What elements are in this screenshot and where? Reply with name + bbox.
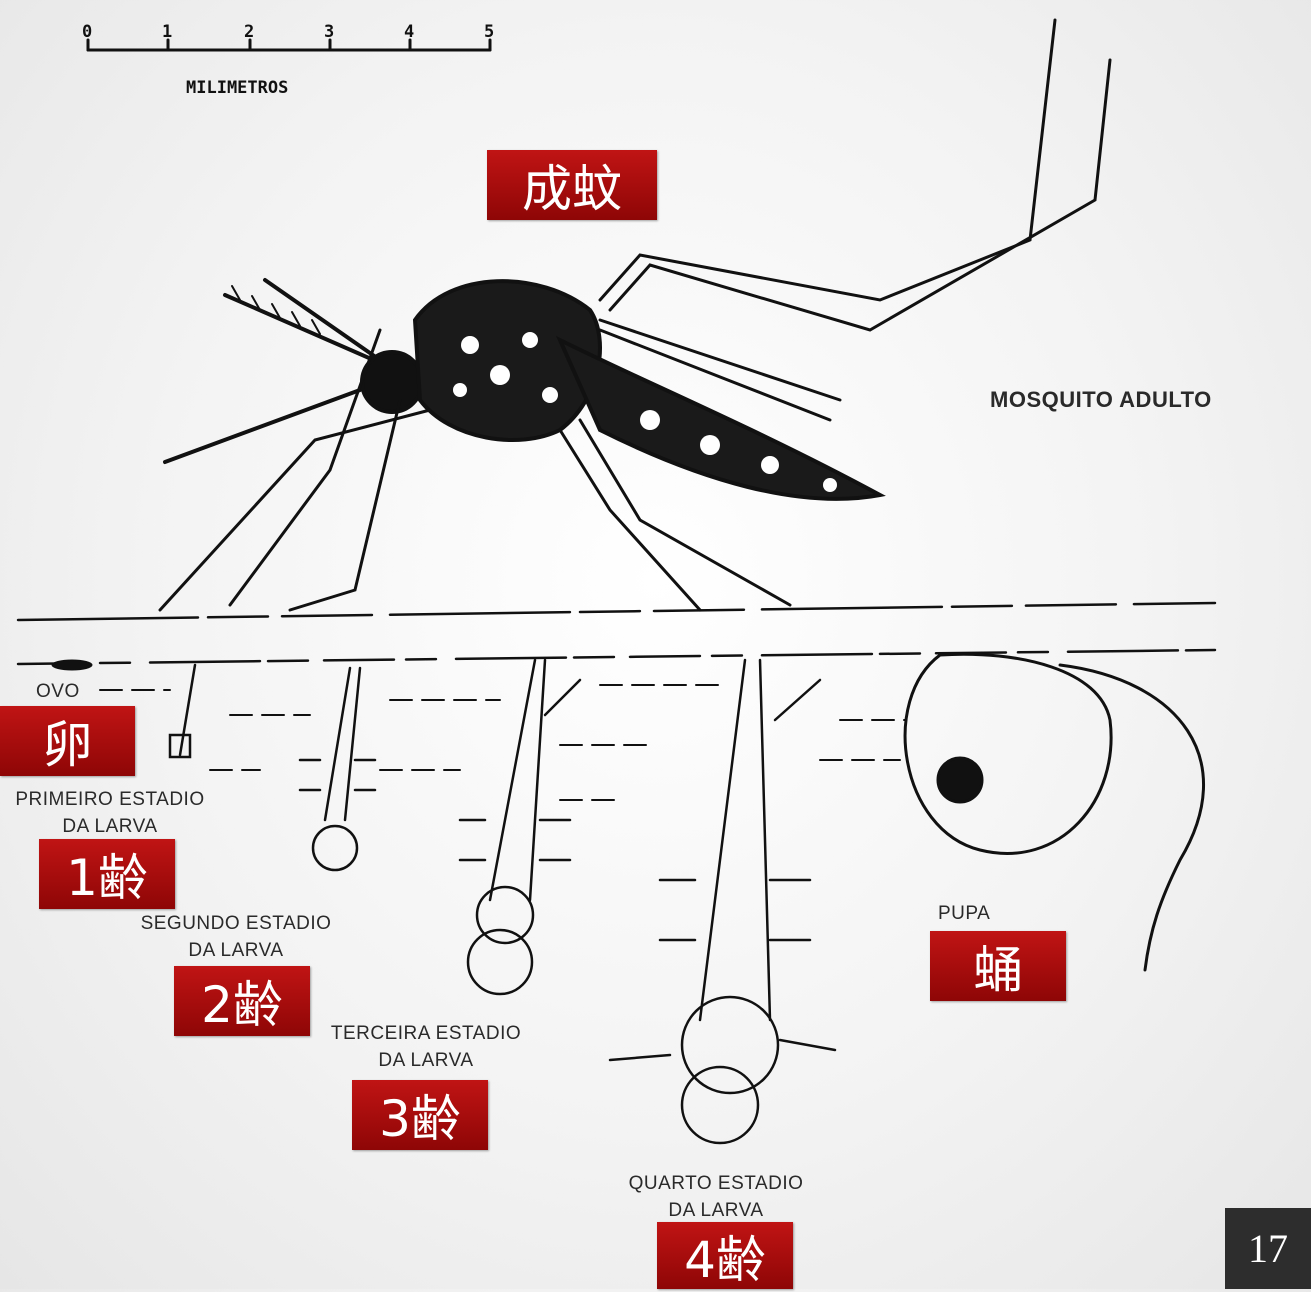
label-larva-2-line1: SEGUNDO ESTADIO bbox=[120, 910, 352, 937]
larva-2-drawing bbox=[300, 668, 375, 870]
scale-tick-2: 2 bbox=[244, 22, 254, 42]
tag-larva-3: 3齢 bbox=[352, 1080, 488, 1150]
label-larva-3: TERCEIRA ESTADIO DA LARVA bbox=[310, 1020, 542, 1074]
water-surface bbox=[18, 603, 1215, 664]
scale-tick-3: 3 bbox=[324, 22, 334, 42]
label-larva-2: SEGUNDO ESTADIO DA LARVA bbox=[120, 910, 352, 964]
scale-tick-5: 5 bbox=[484, 22, 494, 42]
scale-tick-0: 0 bbox=[82, 22, 92, 42]
label-larva-2-line2: DA LARVA bbox=[120, 937, 352, 964]
larva-3-drawing bbox=[460, 660, 580, 994]
tag-egg: 卵 bbox=[0, 706, 135, 776]
label-larva-3-line1: TERCEIRA ESTADIO bbox=[310, 1020, 542, 1047]
water-hatching bbox=[100, 685, 905, 800]
tag-larva-2: 2齢 bbox=[174, 966, 310, 1036]
tag-larva-4: 4齢 bbox=[657, 1222, 793, 1289]
tag-larva-1: 1齢 bbox=[39, 839, 175, 909]
larva-1-drawing bbox=[170, 665, 195, 757]
label-larva-1-line1: PRIMEIRO ESTADIO bbox=[0, 786, 220, 813]
label-adult: MOSQUITO ADULTO bbox=[990, 386, 1212, 413]
scale-tick-4: 4 bbox=[404, 22, 414, 42]
label-larva-1: PRIMEIRO ESTADIO DA LARVA bbox=[0, 786, 220, 840]
larva-4-drawing bbox=[610, 660, 835, 1143]
label-egg: OVO bbox=[36, 678, 80, 705]
tag-adult: 成蚊 bbox=[487, 150, 657, 220]
label-larva-4: QUARTO ESTADIO DA LARVA bbox=[600, 1170, 832, 1224]
label-larva-1-line2: DA LARVA bbox=[0, 813, 220, 840]
label-larva-4-line1: QUARTO ESTADIO bbox=[600, 1170, 832, 1197]
slide-number: 17 bbox=[1225, 1208, 1311, 1289]
label-larva-3-line2: DA LARVA bbox=[310, 1047, 542, 1074]
scale-tick-1: 1 bbox=[162, 22, 172, 42]
label-pupa: PUPA bbox=[938, 900, 990, 927]
egg-shape bbox=[52, 660, 92, 670]
tag-pupa: 蛹 bbox=[930, 931, 1066, 1001]
scale-bar bbox=[88, 40, 490, 50]
adult-mosquito-drawing bbox=[160, 20, 1110, 610]
scale-unit-label: MILIMETROS bbox=[186, 78, 288, 98]
